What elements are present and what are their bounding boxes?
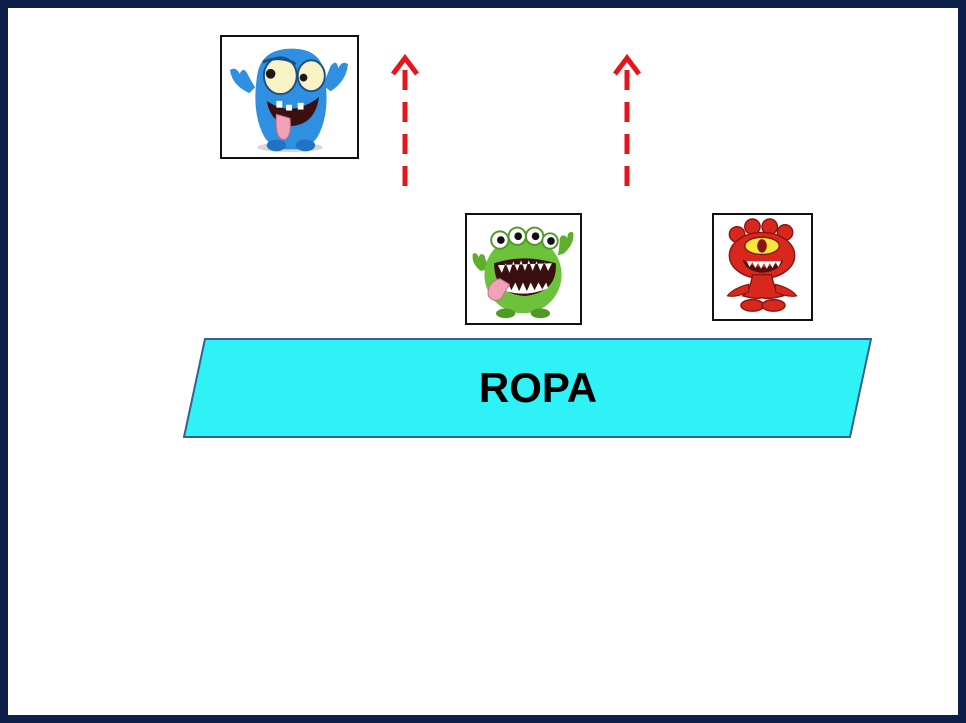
banner-shape xyxy=(183,338,873,438)
banner-label: ROPA xyxy=(478,364,598,411)
up-arrow-2 xyxy=(613,53,641,194)
up-arrow-1 xyxy=(391,53,419,194)
green-monster-icon xyxy=(472,226,574,319)
green-monster-card xyxy=(465,213,582,325)
ropa-banner: ROPA xyxy=(183,338,883,438)
blue-monster-icon xyxy=(229,48,349,153)
red-monster-card xyxy=(712,213,813,321)
blue-monster-card xyxy=(220,35,359,159)
red-monster-icon xyxy=(726,218,798,312)
